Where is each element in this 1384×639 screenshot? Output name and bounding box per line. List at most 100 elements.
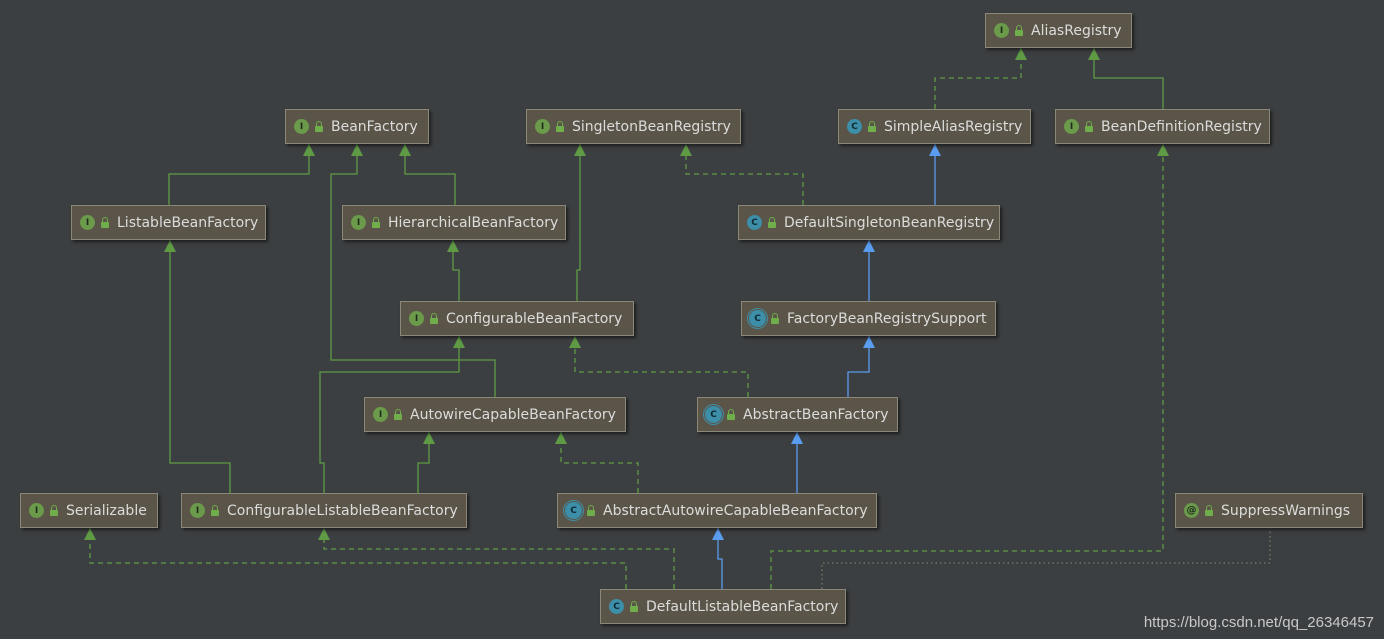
edge-simplealias-to-alias bbox=[934, 48, 1022, 109]
interface-icon: I bbox=[994, 23, 1009, 38]
edge-configurable-to-hierarchical bbox=[452, 240, 460, 301]
edge-abstractbf-to-configurable bbox=[574, 336, 749, 397]
edge-beandefreg-to-alias-arrowhead bbox=[1088, 48, 1100, 60]
abstract-class-icon: C bbox=[706, 407, 721, 422]
public-lock-icon bbox=[49, 505, 60, 516]
edge-factorysupport-to-defsingleton-arrowhead bbox=[863, 240, 875, 252]
interface-icon: I bbox=[190, 503, 205, 518]
node-abstract-autowire-capable-bean-factory[interactable]: C AbstractAutowireCapableBeanFactory bbox=[557, 493, 877, 528]
node-default-singleton-bean-registry[interactable]: C DefaultSingletonBeanRegistry bbox=[738, 205, 1000, 240]
edge-cfglistable-to-configurable bbox=[319, 336, 460, 493]
public-lock-icon bbox=[770, 313, 781, 324]
node-label: DefaultSingletonBeanRegistry bbox=[784, 214, 995, 231]
class-icon: C bbox=[747, 215, 762, 230]
class-icon: C bbox=[847, 119, 862, 134]
edge-abstractautowire-to-autowire bbox=[560, 432, 639, 493]
interface-icon: I bbox=[80, 215, 95, 230]
node-label: AbstractBeanFactory bbox=[743, 406, 889, 423]
interface-icon: I bbox=[29, 503, 44, 518]
interface-icon: I bbox=[1064, 119, 1079, 134]
edge-abstractautowire-to-abstractbf-arrowhead bbox=[791, 432, 803, 444]
edge-deflistable-to-beandefreg bbox=[770, 144, 1164, 589]
public-lock-icon bbox=[314, 121, 325, 132]
node-label: AbstractAutowireCapableBeanFactory bbox=[603, 502, 868, 519]
node-label: SingletonBeanRegistry bbox=[572, 118, 731, 135]
node-label: BeanDefinitionRegistry bbox=[1101, 118, 1262, 135]
interface-icon: I bbox=[351, 215, 366, 230]
public-lock-icon bbox=[393, 409, 404, 420]
node-label: DefaultListableBeanFactory bbox=[646, 598, 839, 615]
edge-abstractbf-to-factorysupport-arrowhead bbox=[863, 336, 875, 348]
node-bean-factory[interactable]: I BeanFactory bbox=[285, 109, 429, 144]
public-lock-icon bbox=[867, 121, 878, 132]
annotation-icon: @ bbox=[1184, 503, 1199, 518]
node-simple-alias-registry[interactable]: C SimpleAliasRegistry bbox=[838, 109, 1031, 144]
edge-cfglistable-to-listable-arrowhead bbox=[164, 240, 176, 252]
node-hierarchical-bean-factory[interactable]: I HierarchicalBeanFactory bbox=[342, 205, 566, 240]
node-alias-registry[interactable]: I AliasRegistry bbox=[985, 13, 1132, 48]
node-default-listable-bean-factory[interactable]: C DefaultListableBeanFactory bbox=[600, 589, 846, 624]
interface-icon: I bbox=[535, 119, 550, 134]
interface-icon: I bbox=[373, 407, 388, 422]
edge-hierarchical-to-beanfactory bbox=[404, 144, 456, 205]
edge-deflistable-to-serializable bbox=[89, 528, 627, 589]
edge-autowire-to-beanfactory bbox=[330, 144, 496, 397]
edge-defsingleton-to-singleton-arrowhead bbox=[680, 144, 692, 156]
edge-cfglistable-to-autowire bbox=[417, 432, 430, 493]
node-label: HierarchicalBeanFactory bbox=[388, 214, 559, 231]
edge-cfglistable-to-configurable-arrowhead bbox=[453, 336, 465, 348]
public-lock-icon bbox=[629, 601, 640, 612]
node-bean-definition-registry[interactable]: I BeanDefinitionRegistry bbox=[1055, 109, 1270, 144]
edge-deflistable-to-cfglistable bbox=[323, 528, 675, 589]
edge-abstractbf-to-configurable-arrowhead bbox=[569, 336, 581, 348]
edge-abstractbf-to-factorysupport bbox=[847, 336, 870, 397]
edge-deflistable-to-suppresswarnings bbox=[821, 528, 1271, 589]
edge-deflistable-to-serializable-arrowhead bbox=[84, 528, 96, 540]
node-label: ListableBeanFactory bbox=[117, 214, 259, 231]
edge-simplealias-to-alias-arrowhead bbox=[1015, 48, 1027, 60]
public-lock-icon bbox=[1014, 25, 1025, 36]
edge-cfglistable-to-autowire-arrowhead bbox=[423, 432, 435, 444]
interface-icon: I bbox=[294, 119, 309, 134]
public-lock-icon bbox=[100, 217, 111, 228]
class-icon: C bbox=[609, 599, 624, 614]
watermark: https://blog.csdn.net/qq_26346457 bbox=[1143, 614, 1374, 631]
abstract-class-icon: C bbox=[566, 503, 581, 518]
node-label: SuppressWarnings bbox=[1221, 502, 1351, 519]
node-label: AutowireCapableBeanFactory bbox=[410, 406, 616, 423]
node-label: AliasRegistry bbox=[1031, 22, 1122, 39]
node-suppress-warnings[interactable]: @ SuppressWarnings bbox=[1175, 493, 1363, 528]
edge-listable-to-beanfactory-arrowhead bbox=[303, 144, 315, 156]
public-lock-icon bbox=[210, 505, 221, 516]
node-label: FactoryBeanRegistrySupport bbox=[787, 310, 987, 327]
node-abstract-bean-factory[interactable]: C AbstractBeanFactory bbox=[697, 397, 898, 432]
edge-defsingleton-to-singleton bbox=[685, 144, 804, 205]
interface-icon: I bbox=[409, 311, 424, 326]
node-autowire-capable-bean-factory[interactable]: I AutowireCapableBeanFactory bbox=[364, 397, 626, 432]
abstract-class-icon: C bbox=[750, 311, 765, 326]
node-label: ConfigurableListableBeanFactory bbox=[227, 502, 458, 519]
node-singleton-bean-registry[interactable]: I SingletonBeanRegistry bbox=[526, 109, 741, 144]
public-lock-icon bbox=[371, 217, 382, 228]
edge-configurable-to-singleton bbox=[576, 144, 581, 301]
edge-beandefreg-to-alias bbox=[1093, 48, 1164, 109]
node-label: Serializable bbox=[66, 502, 147, 519]
public-lock-icon bbox=[726, 409, 737, 420]
public-lock-icon bbox=[429, 313, 440, 324]
node-listable-bean-factory[interactable]: I ListableBeanFactory bbox=[71, 205, 266, 240]
node-label: ConfigurableBeanFactory bbox=[446, 310, 623, 327]
edge-deflistable-to-abstractautowire bbox=[717, 528, 723, 589]
public-lock-icon bbox=[1204, 505, 1215, 516]
edge-abstractautowire-to-autowire-arrowhead bbox=[555, 432, 567, 444]
node-configurable-listable-bean-factory[interactable]: I ConfigurableListableBeanFactory bbox=[181, 493, 467, 528]
node-factory-bean-registry-support[interactable]: C FactoryBeanRegistrySupport bbox=[741, 301, 996, 336]
public-lock-icon bbox=[586, 505, 597, 516]
public-lock-icon bbox=[555, 121, 566, 132]
public-lock-icon bbox=[767, 217, 778, 228]
node-label: SimpleAliasRegistry bbox=[884, 118, 1023, 135]
node-serializable[interactable]: I Serializable bbox=[20, 493, 158, 528]
node-configurable-bean-factory[interactable]: I ConfigurableBeanFactory bbox=[400, 301, 634, 336]
edge-deflistable-to-beandefreg-arrowhead bbox=[1157, 144, 1169, 156]
